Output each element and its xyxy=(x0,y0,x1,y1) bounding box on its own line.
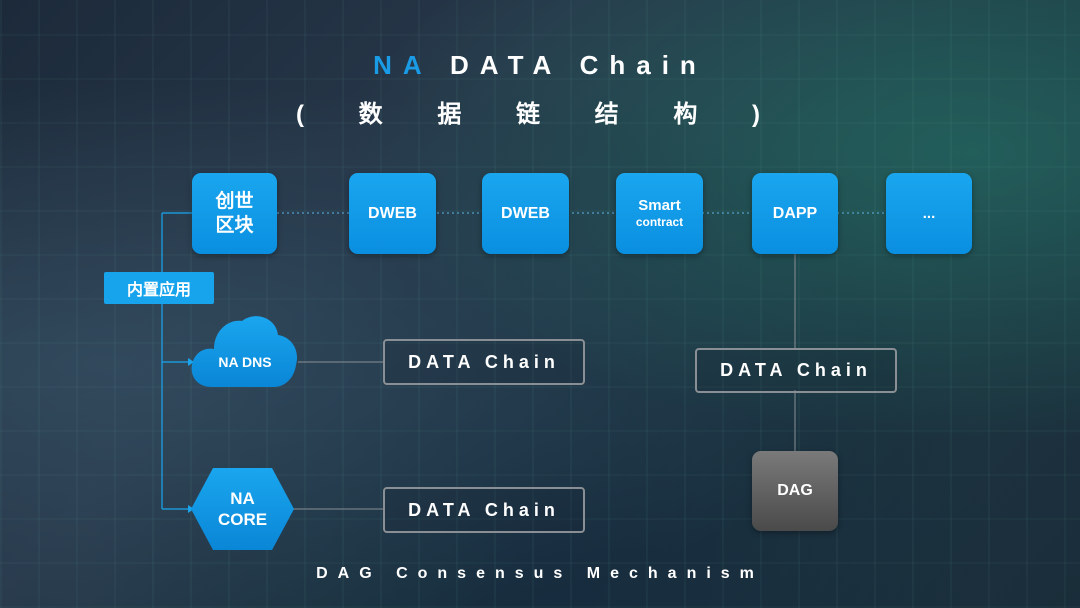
page-title: NA DATA Chain xyxy=(0,50,1080,81)
genesis-block-line2: 区块 xyxy=(215,214,254,236)
title-rest: DATA Chain xyxy=(449,50,707,80)
data-chain-box-dapp: DATA Chain xyxy=(695,348,897,393)
hexagon-icon xyxy=(191,468,294,550)
dapp-node-label: DAPP xyxy=(772,204,818,222)
builtin-apps-label: 内置应用 xyxy=(104,272,214,304)
dweb-node-1: DWEB xyxy=(349,173,436,254)
na-core-hexagon: NA CORE xyxy=(191,468,294,550)
na-core-line2: CORE xyxy=(217,510,268,529)
smart-contract-line2: contract xyxy=(635,214,684,229)
genesis-block-node: 创世 区块 xyxy=(192,173,277,254)
smart-contract-line1: Smart xyxy=(638,196,681,214)
cloud-icon xyxy=(191,316,298,387)
genesis-block-line1: 创世 xyxy=(215,190,254,212)
footer-caption: DAG Consensus Mechanism xyxy=(316,565,764,582)
more-node-label: ... xyxy=(922,205,936,222)
more-node: ... xyxy=(886,173,972,254)
data-chain-box-core: DATA Chain xyxy=(383,487,585,533)
page-subtitle: ( 数 据 链 结 构 ) xyxy=(296,101,784,128)
na-core-label: NA CORE xyxy=(191,468,294,550)
dag-node: DAG xyxy=(752,451,838,531)
dapp-node: DAPP xyxy=(752,173,838,254)
smart-contract-node: Smart contract xyxy=(616,173,703,254)
title-accent: NA xyxy=(373,50,432,80)
na-dns-cloud: NA DNS xyxy=(190,309,300,389)
na-dns-label: NA DNS xyxy=(218,354,272,370)
data-chain-box-dns: DATA Chain xyxy=(383,339,585,385)
dweb-node-2-label: DWEB xyxy=(501,204,550,222)
dag-node-label: DAG xyxy=(777,482,813,499)
na-core-line1: NA xyxy=(230,489,255,508)
dweb-node-2: DWEB xyxy=(482,173,569,254)
dns-arrow-icon xyxy=(188,358,194,366)
dweb-node-1-label: DWEB xyxy=(368,204,417,222)
